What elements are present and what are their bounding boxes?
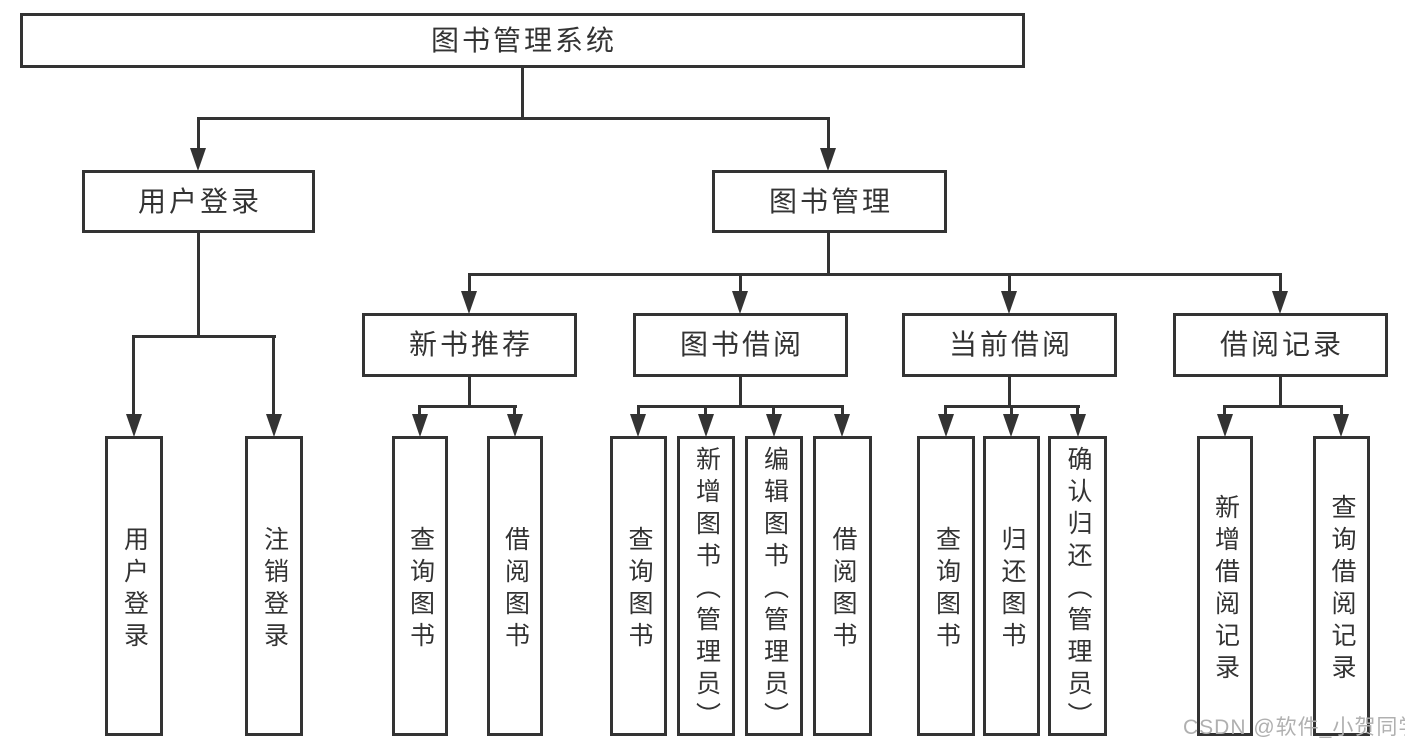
arrow-down-query-books-newbook (412, 414, 428, 437)
connector-borrow-records-rail (1223, 405, 1343, 408)
connector-stem-query-books-current (944, 405, 947, 417)
arrow-down-add-borrow-record (1217, 414, 1233, 437)
node-current-borrow: 当前借阅 (902, 313, 1117, 377)
connector-stem-add-book-admin (704, 405, 707, 417)
connector-book-borrow-stem2 (739, 377, 742, 408)
leaf-borrow-books-borrow: 借阅图书 (813, 436, 872, 736)
arrow-down-query-books-current (938, 414, 954, 437)
node-current-borrow-label: 当前借阅 (948, 329, 1073, 360)
arrow-down-confirm-return-admin (1070, 414, 1086, 437)
leaf-add-borrow-record: 新增借阅记录 (1197, 436, 1253, 736)
connector-book-borrow-rail (637, 405, 844, 408)
connector-stem-book-management (827, 117, 830, 150)
leaf-query-books-current: 查询图书 (917, 436, 975, 736)
connector-stem-user-login (197, 117, 200, 150)
leaf-logout: 注销登录 (245, 436, 303, 736)
leaf-add-borrow-record-label: 新增借阅记录 (1211, 493, 1240, 686)
arrow-down-book-borrow (732, 291, 748, 314)
connector-stem-current-borrow (1008, 273, 1011, 293)
arrow-down-query-borrow-record (1333, 414, 1349, 437)
connector-stem-leaf-user-login (132, 335, 135, 416)
leaf-query-books-newbook-label: 查询图书 (406, 525, 435, 654)
connector-stem-return-book (1010, 405, 1013, 417)
connector-user-login-stem (197, 233, 200, 337)
leaf-query-books-borrow: 查询图书 (610, 436, 667, 736)
leaf-return-book-label: 归还图书 (998, 525, 1026, 654)
connector-stem-confirm-return-admin (1076, 405, 1079, 417)
connector-stem-borrow-records (1279, 273, 1282, 293)
connector-root-rail (197, 117, 830, 120)
connector-stem-query-borrow-record (1340, 405, 1343, 417)
connector-root-stem (521, 68, 524, 117)
connector-stem-query-books-borrow (637, 405, 640, 417)
arrow-down-user-login (190, 148, 206, 171)
leaf-add-book-admin: 新增图书（管理员） (677, 436, 735, 736)
leaf-query-borrow-record-label: 查询借阅记录 (1328, 493, 1356, 686)
connector-user-login-rail (133, 335, 276, 338)
node-borrow-records: 借阅记录 (1173, 313, 1388, 377)
arrow-down-borrow-books-newbook (507, 414, 523, 437)
arrow-down-new-book-recommend (461, 291, 477, 314)
arrow-down-query-books-borrow (630, 414, 646, 437)
connector-current-borrow-stem2 (1008, 377, 1011, 408)
arrow-down-borrow-books-borrow (834, 414, 850, 437)
node-new-book-recommend: 新书推荐 (362, 313, 577, 377)
node-user-login: 用户登录 (82, 170, 315, 233)
connector-stem-borrow-books-borrow (841, 405, 844, 417)
leaf-user-login-label: 用户登录 (120, 525, 149, 654)
arrow-down-book-management (820, 148, 836, 171)
leaf-borrow-books-newbook-label: 借阅图书 (501, 525, 530, 654)
arrow-down-add-book-admin (698, 414, 714, 437)
connector-new-book-rail (418, 405, 517, 408)
node-book-management: 图书管理 (712, 170, 947, 233)
leaf-borrow-books-newbook: 借阅图书 (487, 436, 543, 736)
connector-stem-new-book-recommend (468, 273, 471, 293)
leaf-query-books-borrow-label: 查询图书 (625, 525, 653, 654)
node-book-management-label: 图书管理 (768, 185, 893, 217)
leaf-borrow-books-borrow-label: 借阅图书 (829, 525, 857, 654)
leaf-logout-label: 注销登录 (260, 525, 289, 654)
leaf-query-borrow-record: 查询借阅记录 (1313, 436, 1370, 736)
leaf-edit-book-admin-label: 编辑图书（管理员） (760, 446, 789, 734)
leaf-add-book-admin-label: 新增图书（管理员） (692, 446, 721, 734)
connector-stem-borrow-books-newbook (513, 405, 516, 417)
connector-stem-query-books-newbook (418, 405, 421, 417)
connector-book-management-stem (827, 233, 830, 275)
node-new-book-recommend-label: 新书推荐 (408, 329, 533, 360)
connector-stem-book-borrow (739, 273, 742, 293)
arrow-down-leaf-user-login (126, 414, 142, 437)
node-book-borrow: 图书借阅 (633, 313, 848, 377)
leaf-confirm-return-admin: 确认归还（管理员） (1048, 436, 1107, 736)
arrow-down-leaf-logout (266, 414, 282, 437)
node-book-borrow-label: 图书借阅 (679, 329, 804, 360)
connector-stem-add-borrow-record (1223, 405, 1226, 417)
leaf-return-book: 归还图书 (983, 436, 1040, 736)
node-user-login-label: 用户登录 (137, 185, 262, 217)
connector-stem-edit-book-admin (772, 405, 775, 417)
connector-book-management-rail (468, 273, 1282, 276)
leaf-query-books-current-label: 查询图书 (932, 525, 961, 654)
node-borrow-records-label: 借阅记录 (1219, 329, 1344, 360)
arrow-down-return-book (1003, 414, 1019, 437)
connector-stem-leaf-logout (272, 335, 275, 416)
leaf-user-login: 用户登录 (105, 436, 163, 736)
connector-borrow-records-stem2 (1279, 377, 1282, 408)
csdn-watermark: CSDN @软件_小贺同学 (1183, 716, 1405, 739)
leaf-edit-book-admin: 编辑图书（管理员） (745, 436, 803, 736)
leaf-confirm-return-admin-label: 确认归还（管理员） (1064, 446, 1092, 734)
arrow-down-edit-book-admin (766, 414, 782, 437)
arrow-down-borrow-records (1272, 291, 1288, 314)
node-root-label: 图书管理系统 (430, 24, 617, 56)
arrow-down-current-borrow (1001, 291, 1017, 314)
node-root-library-system: 图书管理系统 (20, 13, 1025, 68)
connector-new-book-stem (468, 377, 471, 408)
leaf-query-books-newbook: 查询图书 (392, 436, 448, 736)
